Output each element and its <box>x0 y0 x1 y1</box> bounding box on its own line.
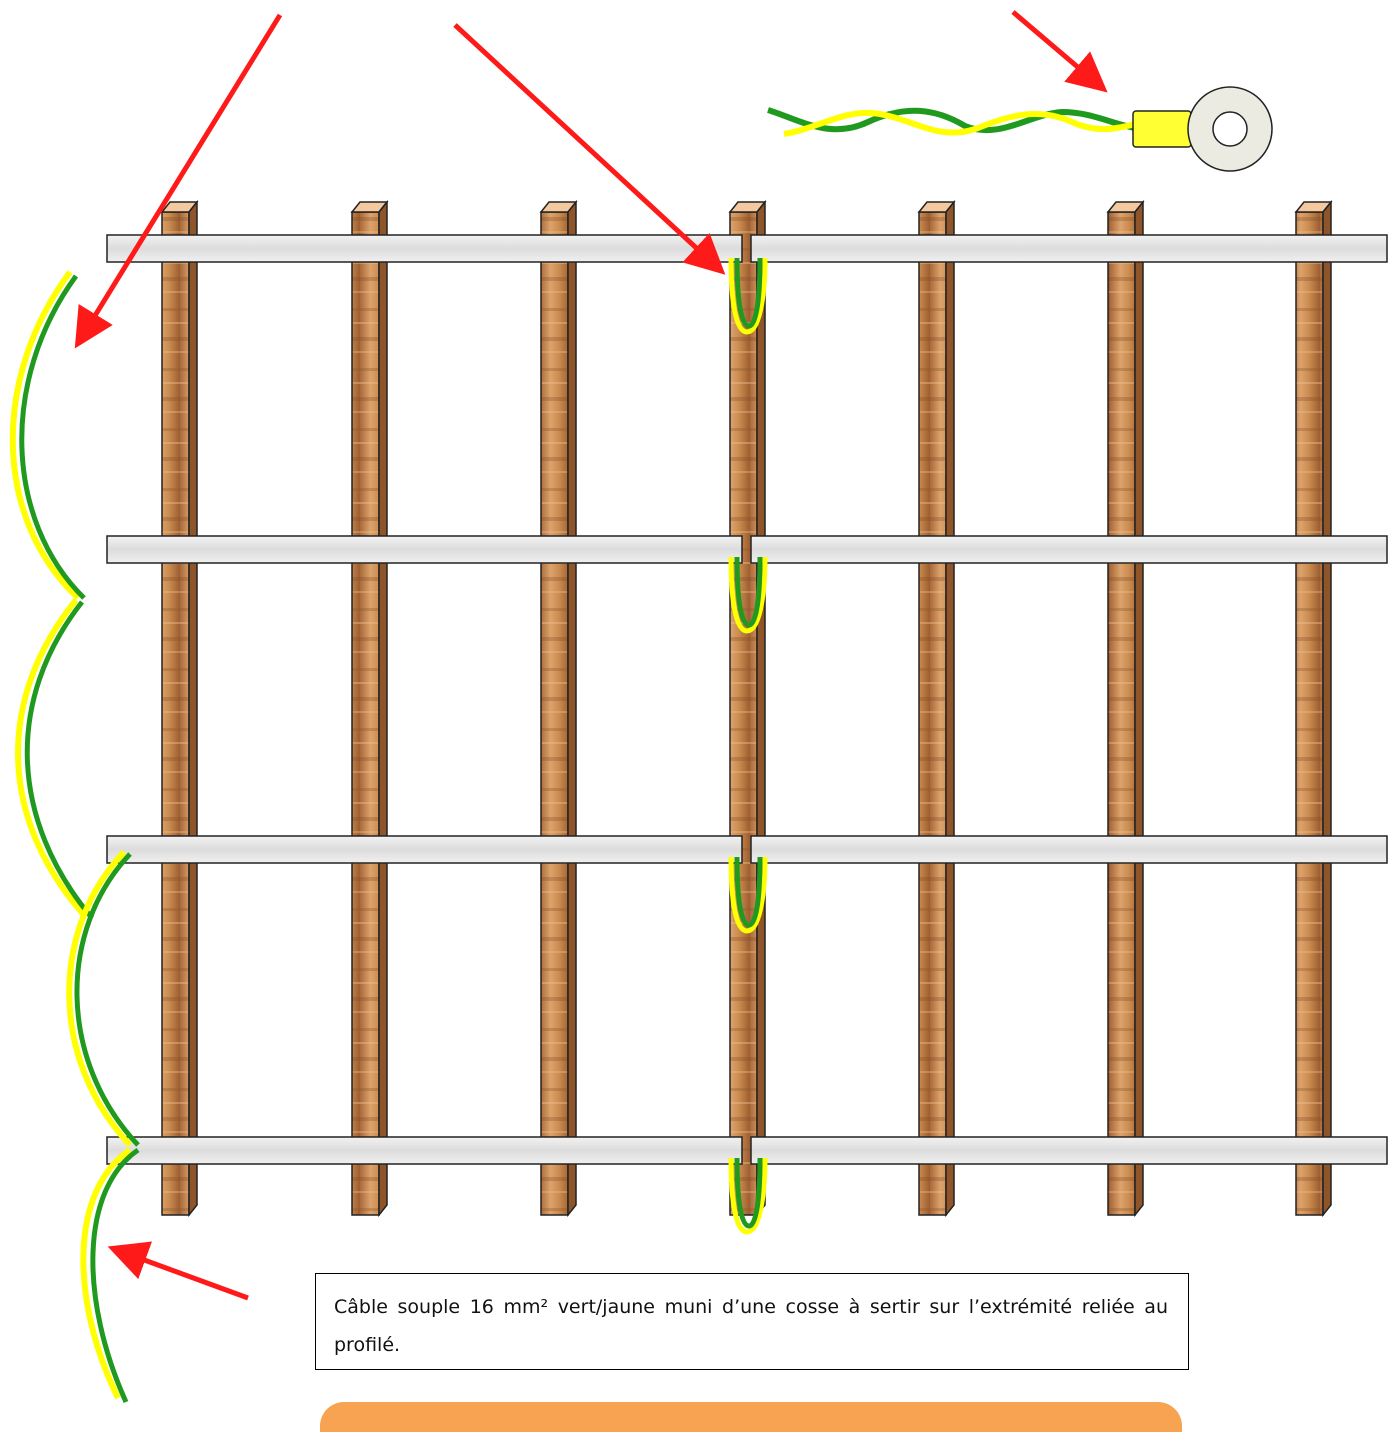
metal-rail-right <box>750 1136 1388 1165</box>
crimp-lug-icon <box>1132 86 1273 172</box>
side-cable-segment <box>80 1147 140 1404</box>
bonding-jumpers <box>728 257 768 1235</box>
arrow-icon <box>453 23 726 275</box>
wood-post <box>917 199 956 1218</box>
arrow-icon <box>107 1241 249 1301</box>
caption-box: Câble souple 16 mm² vert/jaune muni d’un… <box>315 1273 1189 1370</box>
side-cable-segment <box>15 598 94 920</box>
metal-rail-right <box>750 234 1388 263</box>
wood-post <box>160 199 199 1218</box>
side-bonding-cable <box>9 270 140 1404</box>
metal-rail-left <box>106 1136 743 1165</box>
indicator-arrows <box>74 10 1108 1301</box>
wood-post <box>1294 199 1333 1218</box>
bonding-jumper <box>728 556 768 634</box>
caption-text: Câble souple 16 mm² vert/jaune muni d’un… <box>334 1296 1168 1356</box>
arrow-icon <box>1011 10 1108 93</box>
wood-post <box>350 199 389 1218</box>
wood-post <box>728 199 767 1218</box>
wood-posts <box>160 199 1333 1218</box>
bonding-jumper <box>728 257 768 335</box>
bonding-jumper <box>728 856 768 934</box>
metal-rail-right <box>750 535 1388 564</box>
metal-rail-left <box>106 835 743 864</box>
metal-rail-left <box>106 535 743 564</box>
metal-rail-left <box>106 234 743 263</box>
metal-rail-right <box>750 835 1388 864</box>
twisted-cable-icon <box>767 107 1136 137</box>
bonding-jumper <box>728 1157 768 1235</box>
wood-post <box>1106 199 1145 1218</box>
side-cable-segment <box>9 270 86 601</box>
wood-post <box>539 199 578 1218</box>
side-cable-segment <box>66 849 140 1148</box>
orange-callout-band <box>320 1402 1182 1432</box>
metal-rails <box>106 234 1388 1165</box>
arrow-icon <box>74 13 283 349</box>
